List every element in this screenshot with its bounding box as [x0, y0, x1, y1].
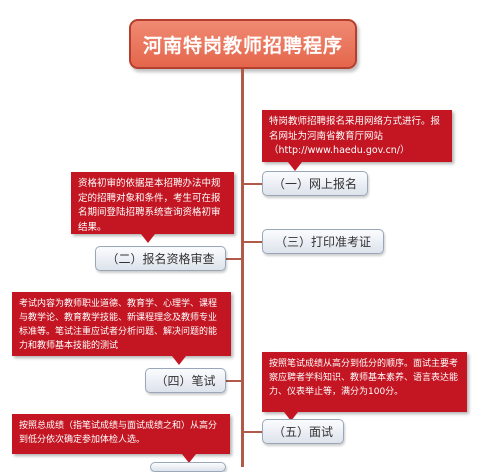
step-online-registration-label: （一）网上报名	[272, 177, 357, 191]
note-physical-exam: 按照总成绩（指笔试成绩与面试成绩之和）从高分到低分依次确定参加体检人选。	[12, 414, 230, 463]
connector-step-2	[226, 258, 241, 260]
connector-step-5	[244, 431, 262, 433]
note-tail	[288, 162, 302, 171]
connector-step-1	[244, 183, 262, 185]
connector-step-3	[244, 241, 262, 243]
note-tail	[182, 454, 196, 463]
timeline-trunk	[241, 69, 244, 467]
step-online-registration: （一）网上报名	[262, 171, 368, 196]
connector-step-4	[226, 380, 241, 382]
note-physical-exam-text: 按照总成绩（指笔试成绩与面试成绩之和）从高分到低分依次确定参加体检人选。	[19, 421, 218, 445]
note-tail	[284, 412, 298, 421]
note-qualification-review: 资格初审的依据是本招聘办法中规定的招聘对象和条件，考生可在报名期间登陆招聘系统查…	[71, 172, 234, 243]
note-written-exam: 考试内容为教师职业道德、教育学、心理学、课程与教学论、教育教学技能、新课程理念及…	[12, 292, 231, 365]
step-written-exam: （四）笔试	[145, 368, 226, 393]
note-interview: 按照笔试成绩从高分到低分的顺序。面试主要考察应聘者学科知识、教师基本素养、语言表…	[262, 352, 467, 421]
note-interview-text: 按照笔试成绩从高分到低分的顺序。面试主要考察应聘者学科知识、教师基本素养、语言表…	[269, 359, 459, 397]
note-tail	[141, 234, 155, 243]
note-qualification-review-text: 资格初审的依据是本招聘办法中规定的招聘对象和条件，考生可在报名期间登陆招聘系统查…	[78, 178, 221, 233]
step-written-exam-label: （四）笔试	[155, 374, 216, 388]
step-print-admission-ticket-label: （三）打印准考证	[274, 235, 371, 249]
note-tail	[172, 356, 186, 365]
step-print-admission-ticket: （三）打印准考证	[262, 229, 384, 254]
step-qualification-review-label: （二）报名资格审查	[106, 252, 215, 266]
step-qualification-review: （二）报名资格审查	[95, 246, 226, 271]
step-physical-exam-partial	[150, 462, 226, 472]
step-interview: （五）面试	[262, 419, 344, 444]
note-online-registration-text: 特岗教师招聘报名采用网络方式进行。报名网址为河南省教育厅网站（http://ww…	[269, 116, 441, 156]
note-written-exam-text: 考试内容为教师职业道德、教育学、心理学、课程与教学论、教育教学技能、新课程理念及…	[19, 299, 218, 351]
diagram-title: 河南特岗教师招聘程序	[129, 19, 357, 69]
note-online-registration: 特岗教师招聘报名采用网络方式进行。报名网址为河南省教育厅网站（http://ww…	[262, 110, 452, 171]
step-interview-label: （五）面试	[272, 425, 333, 439]
